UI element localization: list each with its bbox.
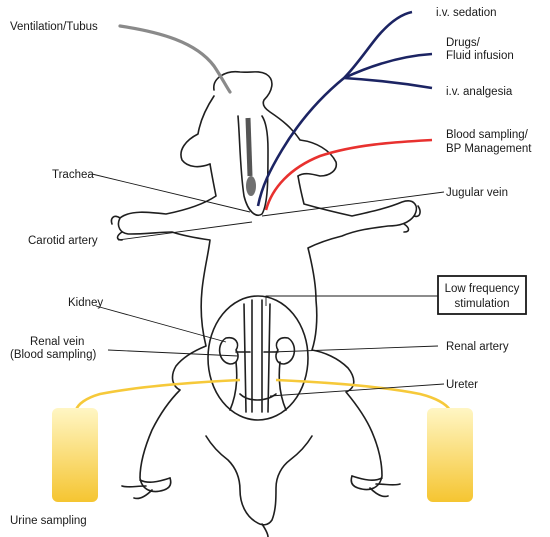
label-trachea: Trachea	[52, 169, 94, 181]
trachea-group	[245, 117, 256, 196]
label-renal-artery: Renal artery	[446, 341, 509, 353]
leader-renal-artery	[271, 345, 439, 353]
tube-cuff	[246, 176, 256, 196]
rat-right-front-paw	[403, 205, 421, 233]
label-jugular: Jugular vein	[446, 187, 508, 199]
blood-sampling-line	[264, 138, 433, 211]
iv-line-drugs	[343, 52, 433, 80]
label-ventilation: Ventilation/Tubus	[10, 21, 98, 33]
iv-line-analgesia	[343, 76, 433, 90]
abdominal-opening	[207, 295, 309, 421]
rat-torso-right	[297, 175, 418, 491]
neck-incision	[237, 115, 269, 216]
vessel-right	[267, 303, 271, 413]
leader-jugular	[261, 191, 445, 217]
left-kidney	[218, 336, 239, 365]
label-analgesia: i.v. analgesia	[446, 86, 513, 98]
right-ureter-catheter	[275, 378, 452, 411]
rat-lower-body	[205, 435, 313, 526]
trachea-tube	[245, 117, 253, 177]
leader-renal-vein	[107, 349, 239, 357]
rat-right-hind-paw	[351, 475, 401, 498]
label-blood-1: Blood sampling/	[446, 129, 529, 141]
label-carotid: Carotid artery	[28, 235, 98, 247]
aorta-vena-cava	[251, 299, 263, 413]
iv-lines	[256, 10, 433, 207]
label-urine: Urine sampling	[10, 515, 87, 527]
leader-kidney	[95, 305, 227, 343]
label-ureter: Ureter	[446, 379, 478, 391]
label-renal-vein-1: Renal vein	[30, 336, 84, 348]
rat-left-front-paw	[110, 215, 123, 241]
label-sedation: i.v. sedation	[436, 7, 497, 19]
label-blood-2: BP Management	[446, 143, 532, 155]
leader-carotid	[117, 221, 253, 241]
label-renal-vein-2: (Blood sampling)	[10, 349, 96, 361]
rat-torso-left	[117, 163, 217, 493]
leader-ureter	[269, 383, 445, 397]
right-kidney	[275, 336, 296, 365]
stimulation-box	[437, 275, 527, 315]
rat-left-ear	[180, 95, 215, 168]
rat-head	[213, 70, 338, 177]
left-ureter-catheter	[74, 378, 241, 411]
label-lfs-1: Low frequency	[445, 283, 520, 295]
vessel-left	[243, 303, 247, 413]
rat-tail	[261, 523, 269, 537]
ureter-catheters	[74, 378, 452, 411]
labels: Ventilation/Tubus i.v. sedation Drugs/ F…	[10, 7, 532, 527]
label-drugs-2: Fluid infusion	[446, 50, 514, 62]
urine-container-left	[52, 408, 98, 502]
ventilation-tube	[118, 24, 232, 94]
label-drugs-1: Drugs/	[446, 37, 481, 49]
label-kidney: Kidney	[68, 297, 103, 309]
abdominal-organs	[218, 299, 296, 413]
iv-main-line	[256, 10, 413, 207]
leader-lines	[91, 173, 445, 397]
leader-trachea	[91, 173, 251, 213]
ureters	[229, 361, 287, 411]
rat-outline	[110, 70, 421, 537]
leader-stimulation	[265, 295, 438, 306]
urine-container-right	[427, 408, 473, 502]
label-lfs-2: stimulation	[455, 298, 510, 310]
rat-left-hind-paw	[121, 477, 171, 500]
